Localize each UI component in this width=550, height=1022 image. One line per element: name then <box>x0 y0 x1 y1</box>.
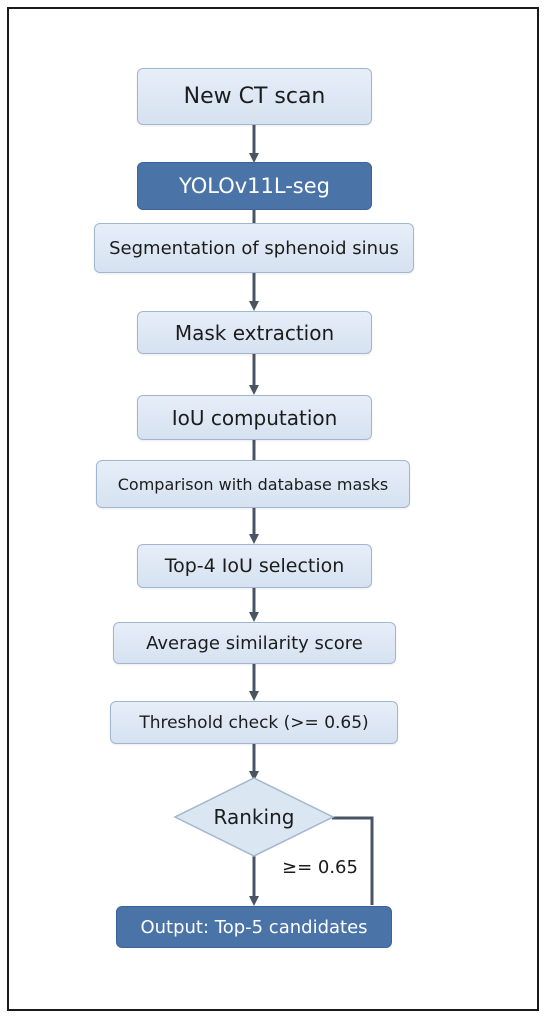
node-iou-computation: IoU computation <box>137 395 372 440</box>
node-label: Average similarity score <box>146 632 363 654</box>
node-new-ct-scan: New CT scan <box>137 68 372 125</box>
threshold-edge-label: ≥= 0.65 <box>282 857 358 878</box>
node-label: Segmentation of sphenoid sinus <box>109 237 399 259</box>
node-output: Output: Top-5 candidates <box>116 906 392 948</box>
node-mask-extraction: Mask extraction <box>137 311 372 354</box>
node-threshold-check: Threshold check (>= 0.65) <box>110 701 398 744</box>
node-label: YOLOv11L-seg <box>179 174 330 198</box>
node-yolo-model: YOLOv11L-seg <box>137 162 372 210</box>
node-top4-selection: Top-4 IoU selection <box>137 544 372 588</box>
node-label: IoU computation <box>171 405 338 430</box>
node-segmentation: Segmentation of sphenoid sinus <box>94 223 414 273</box>
node-label: Comparison with database masks <box>117 474 389 494</box>
feedback-connector <box>332 816 374 905</box>
node-label: Output: Top-5 candidates <box>140 916 368 938</box>
node-comparison: Comparison with database masks <box>96 460 410 508</box>
node-average-similarity: Average similarity score <box>113 622 396 664</box>
node-label: Top-4 IoU selection <box>164 555 345 577</box>
node-label: Threshold check (>= 0.65) <box>139 712 369 733</box>
node-label: New CT scan <box>183 84 326 109</box>
ranking-label: Ranking <box>213 805 295 829</box>
node-label: Mask extraction <box>174 320 335 345</box>
ranking-diamond <box>173 777 335 857</box>
